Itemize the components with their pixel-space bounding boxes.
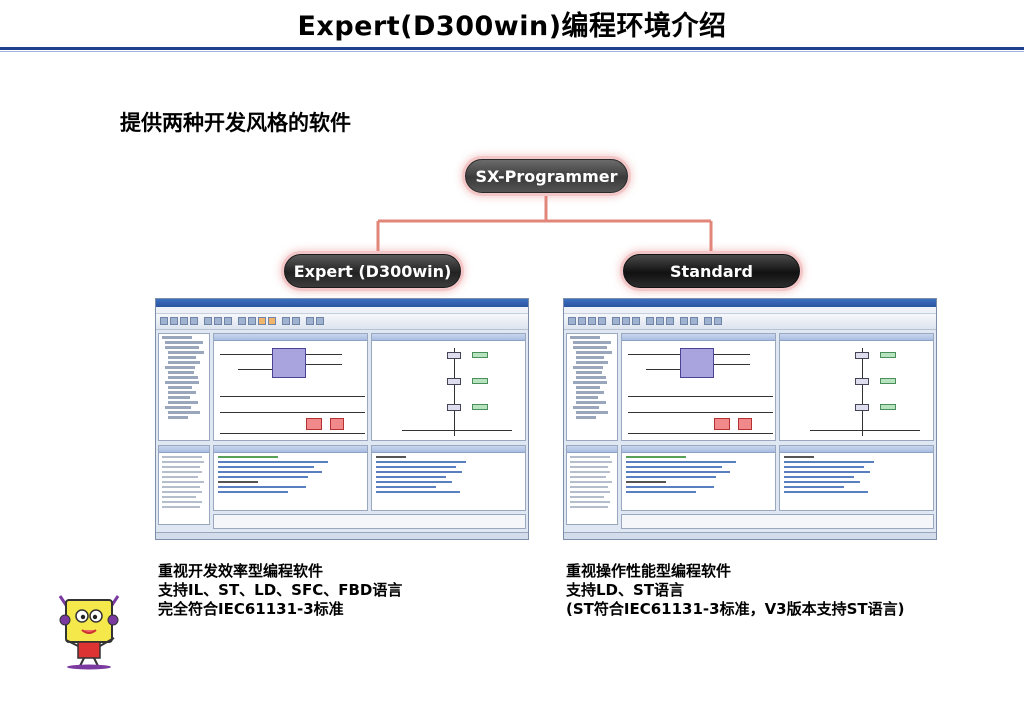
mascot-illustration [58,595,120,670]
screenshot-titlebar [156,299,528,307]
caption-line: (ST符合IEC61131-3标准，V3版本支持ST语言) [566,600,905,618]
screenshot-menubar [156,307,528,314]
ld-fbd-editor-panel [213,333,368,441]
standard-screenshot [563,298,937,540]
page-title: Expert(D300win)编程环境介绍 [297,11,727,42]
project-tree-panel [566,333,618,441]
title-divider-light [0,51,1024,52]
st-editor-panel [213,445,368,511]
screenshot-titlebar [564,299,936,307]
sfc-editor-panel [371,333,526,441]
section-subtitle: 提供两种开发风格的软件 [120,111,351,135]
caption-line: 支持LD、ST语言 [566,581,685,599]
caption-line: 重视操作性能型编程软件 [566,562,732,580]
st-editor-panel [621,445,776,511]
output-panel [621,514,934,529]
branch-node-standard: Standard [623,254,800,288]
expert-screenshot [155,298,529,540]
screenshot-toolbar [564,314,936,330]
ld-editor-panel [621,333,776,441]
caption-line: 重视开发效率型编程软件 [158,562,324,580]
caption-line: 支持IL、ST、LD、SFC、FBD语言 [158,581,403,599]
standard-caption: 重视操作性能型编程软件 支持LD、ST语言 (ST符合IEC61131-3标准，… [566,562,905,619]
branch-node-expert: Expert (D300win) [284,254,461,288]
root-node-sx-programmer: SX-Programmer [465,159,628,193]
screenshot-statusbar [564,532,936,539]
output-panel [213,514,526,529]
il-editor-panel [779,445,934,511]
caption-line: 完全符合IEC61131-3标准 [158,600,344,618]
expert-caption: 重视开发效率型编程软件 支持IL、ST、LD、SFC、FBD语言 完全符合IEC… [158,562,402,619]
variable-list-panel [566,445,618,525]
screenshot-toolbar [156,314,528,330]
title-divider [0,47,1024,50]
screenshot-statusbar [156,532,528,539]
screenshot-menubar [564,307,936,314]
sfc-editor-panel [779,333,934,441]
variable-list-panel [158,445,210,525]
project-tree-panel [158,333,210,441]
il-editor-panel [371,445,526,511]
